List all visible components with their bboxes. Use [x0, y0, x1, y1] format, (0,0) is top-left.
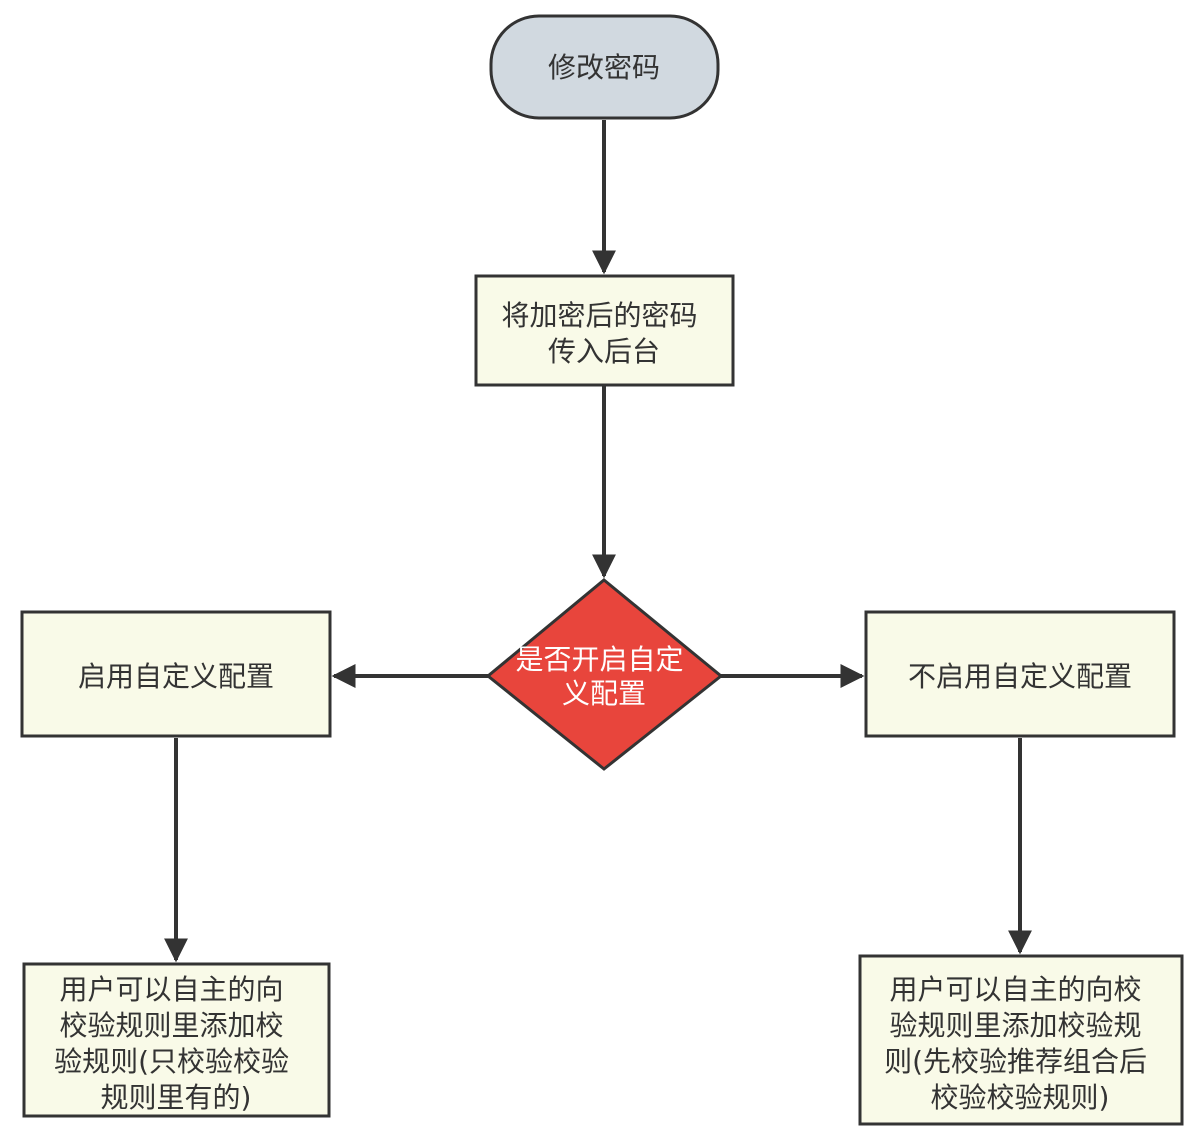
enable-custom-config-line: 启用自定义配置: [78, 660, 274, 693]
disable-custom-config-line: 不启用自定义配置: [908, 660, 1132, 693]
encrypt-node-line: 将加密后的密码: [502, 299, 698, 332]
enable-rules-label: 用户可以自主的向 校验规则里添加校 验规则(只校验校验 规则里有的): [54, 973, 298, 1114]
disable-rules-line: 验规则里添加校验规: [890, 1009, 1142, 1042]
disable-custom-config-node: 不启用自定义配置: [864, 610, 1176, 738]
start-node-line: 修改密码: [548, 51, 660, 84]
enable-custom-config-node: 启用自定义配置: [20, 610, 332, 738]
disable-rules-node: 用户可以自主的向校 验规则里添加校验规 则(先校验推荐组合后 校验校验规则): [858, 954, 1184, 1126]
encrypt-node-label: 将加密后的密码 传入后台: [502, 299, 707, 368]
start-node-label: 修改密码: [548, 51, 660, 84]
decision-node: 是否开启自定 义配置: [485, 578, 724, 771]
enable-rules-node: 用户可以自主的向 校验规则里添加校 验规则(只校验校验 规则里有的): [22, 962, 331, 1118]
disable-rules-label: 用户可以自主的向校 验规则里添加校验规 则(先校验推荐组合后 校验校验规则): [884, 973, 1156, 1114]
encrypt-node-line: 传入后台: [548, 335, 660, 368]
enable-rules-line: 用户可以自主的向: [60, 973, 284, 1006]
decision-node-line: 是否开启自定: [516, 643, 684, 676]
enable-custom-config-label: 启用自定义配置: [78, 660, 274, 693]
enable-rules-line: 规则里有的): [101, 1081, 252, 1114]
disable-custom-config-label: 不启用自定义配置: [908, 660, 1132, 693]
enable-rules-line: 验规则(只校验校验: [54, 1045, 289, 1078]
disable-rules-line: 校验校验规则): [931, 1081, 1110, 1114]
disable-rules-line: 则(先校验推荐组合后: [884, 1045, 1147, 1078]
start-node: 修改密码: [489, 14, 720, 120]
decision-node-line: 义配置: [562, 677, 646, 710]
encrypt-node: 将加密后的密码 传入后台: [474, 274, 735, 387]
decision-node-label: 是否开启自定 义配置: [516, 643, 693, 710]
disable-rules-line: 用户可以自主的向校: [890, 973, 1142, 1006]
enable-rules-line: 校验规则里添加校: [60, 1009, 284, 1042]
